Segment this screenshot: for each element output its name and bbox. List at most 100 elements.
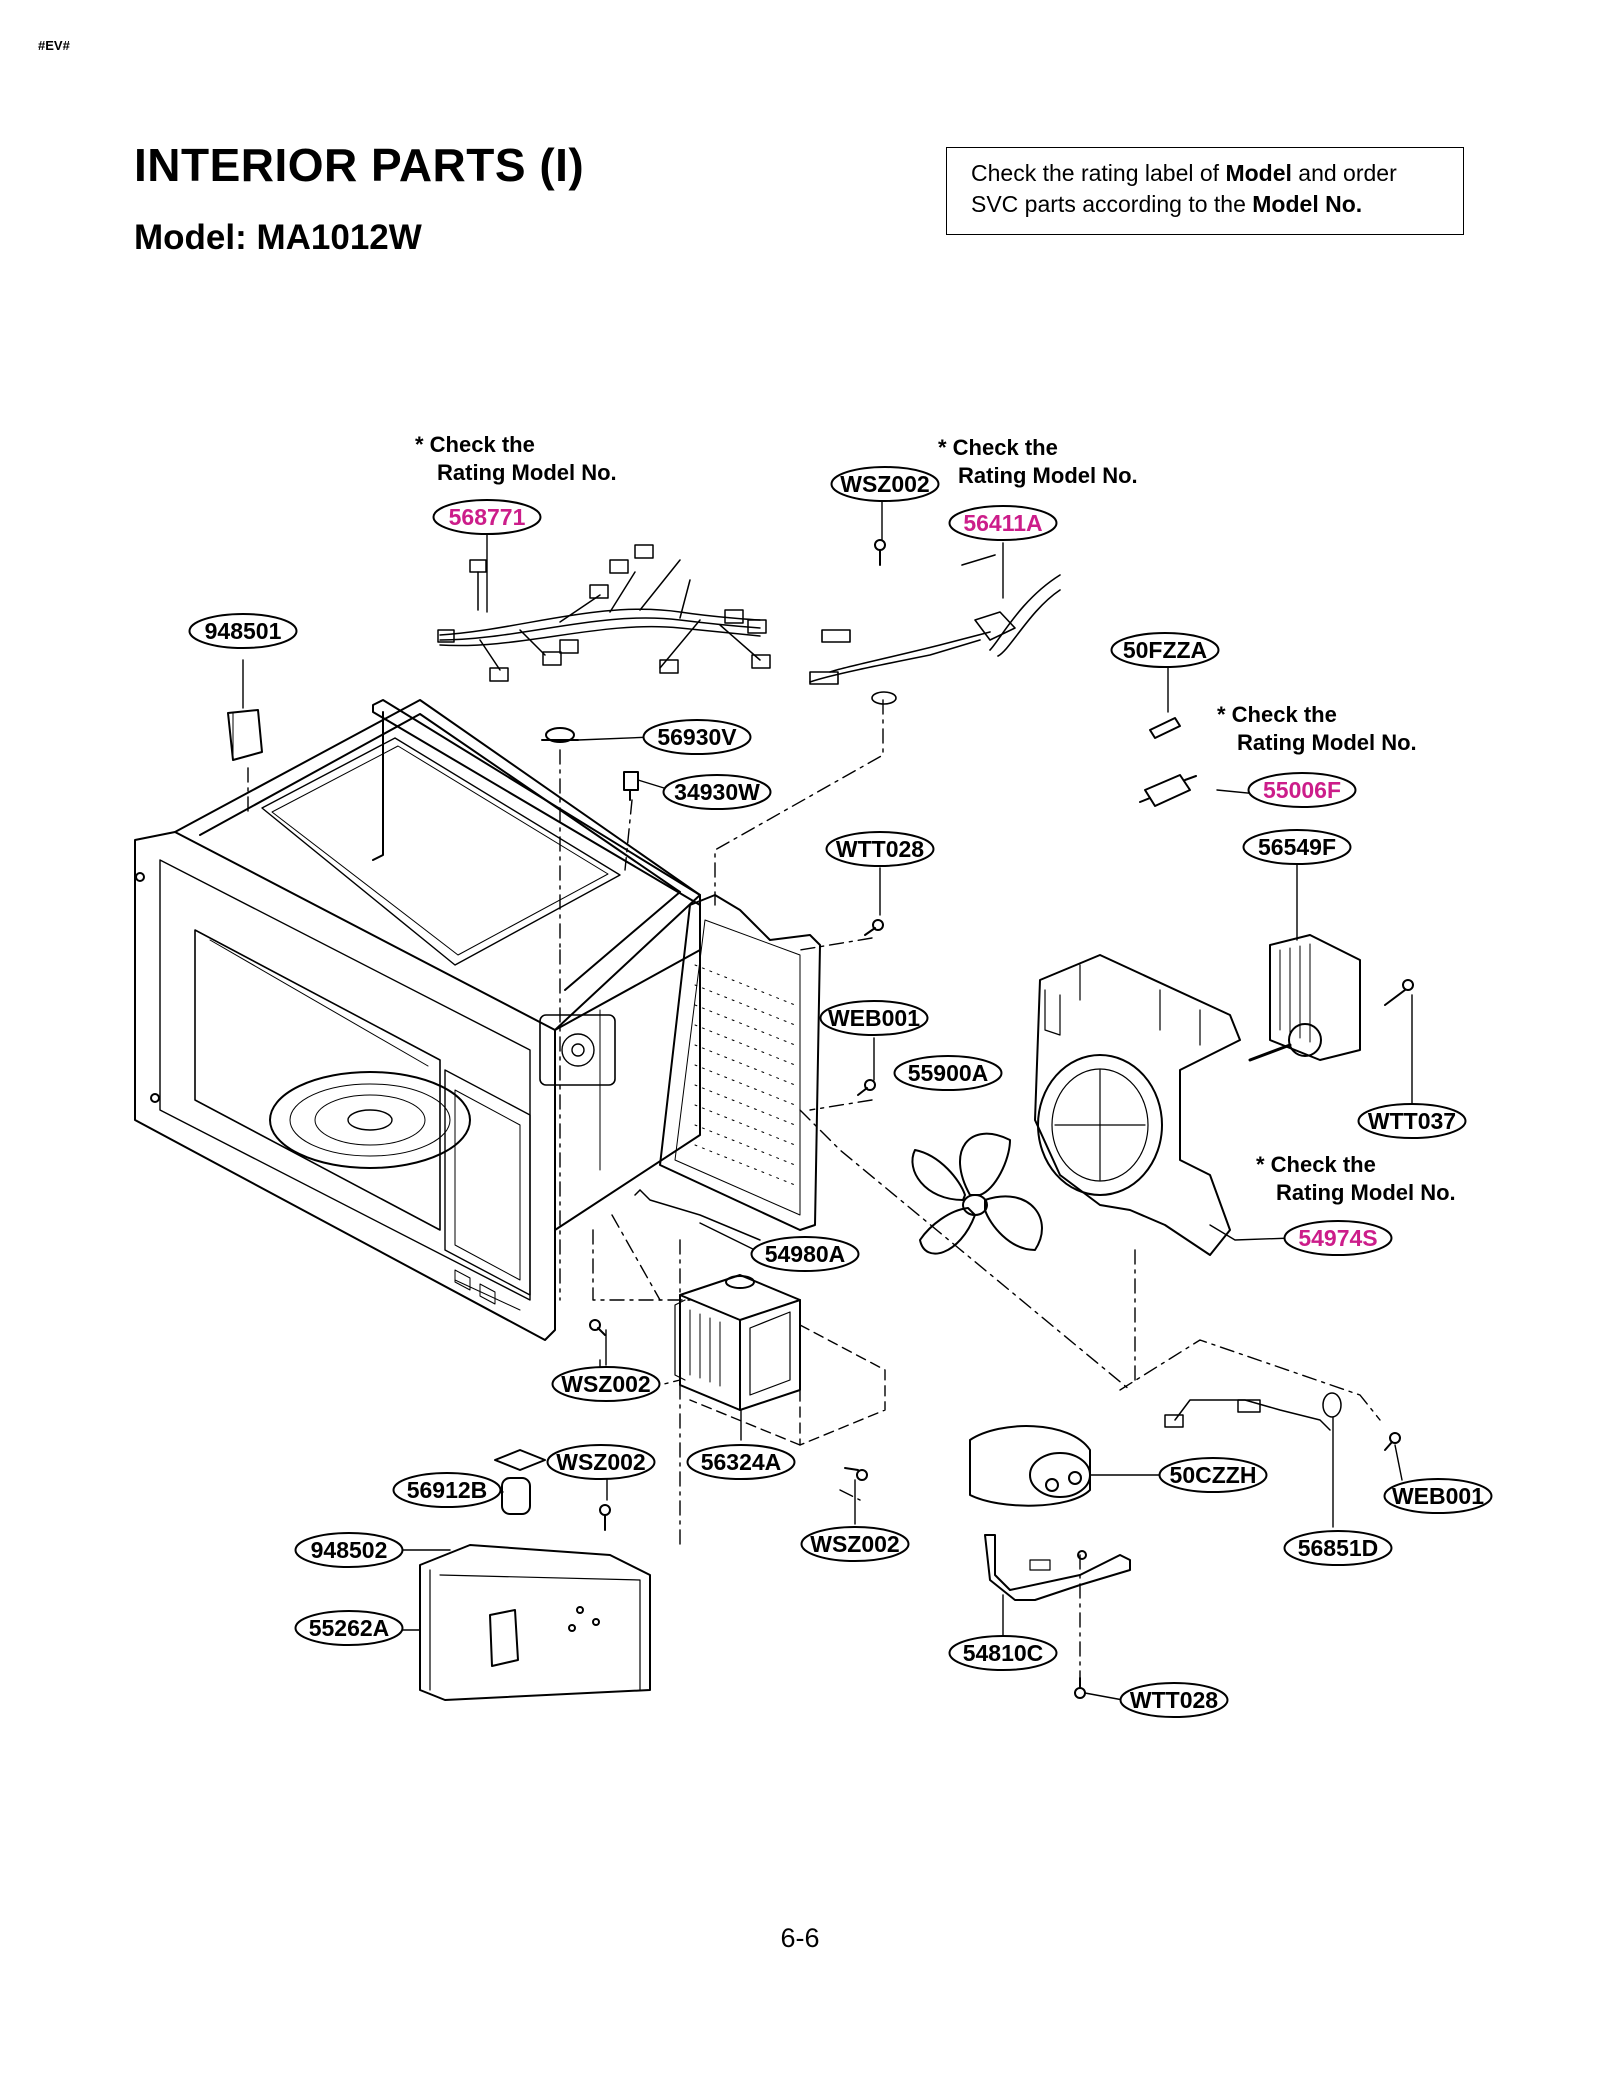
callout-part-number: 948501	[205, 618, 282, 644]
callout-part-number: 56930V	[657, 724, 737, 750]
callout-948501: 948501	[188, 613, 298, 649]
callout-part-number: WSZ002	[840, 471, 929, 497]
callout-55900a: 55900A	[893, 1055, 1003, 1091]
part-948501-relay	[227, 709, 263, 761]
callout-web001-right: WEB001	[1383, 1478, 1493, 1514]
callout-56411a: 56411A	[948, 505, 1058, 541]
part-56912B-fuse-holder	[494, 1449, 546, 1515]
callout-part-number: 55900A	[908, 1060, 989, 1086]
callout-oval	[1110, 632, 1220, 668]
callout-oval	[662, 774, 772, 810]
callout-55006f: 55006F	[1247, 772, 1357, 808]
callout-56912b: 56912B	[392, 1472, 502, 1508]
part-568771-wire-harness	[437, 544, 771, 682]
part-56851D-wire	[1164, 1392, 1342, 1431]
callout-oval	[1283, 1220, 1393, 1256]
check-note-line2: Rating Model No.	[1276, 1180, 1456, 1205]
callout-54810c: 54810C	[948, 1635, 1058, 1671]
callout-part-number: WSZ002	[556, 1449, 645, 1475]
callout-oval	[1119, 1682, 1229, 1718]
callout-oval	[686, 1444, 796, 1480]
callout-part-number: 568771	[449, 504, 526, 530]
callout-part-number: WTT037	[1368, 1108, 1456, 1134]
callout-oval	[1158, 1457, 1268, 1493]
callout-part-number: 948502	[311, 1537, 388, 1563]
callout-oval	[893, 1055, 1003, 1091]
check-note-line1: * Check the	[938, 435, 1058, 460]
part-50FZZA-fuse	[1149, 717, 1181, 739]
callout-oval	[750, 1236, 860, 1272]
part-55006F-fuse-holder	[1139, 774, 1197, 807]
callout-part-number: WTT028	[836, 836, 924, 862]
part-56411A-power-cord	[809, 554, 1061, 705]
part-56930V-thermostat	[541, 727, 579, 743]
oven-cavity	[134, 699, 701, 1341]
check-rating-note-3: * Check the Rating Model No.	[1217, 702, 1417, 755]
check-rating-note-4: * Check the Rating Model No.	[1256, 1152, 1456, 1205]
screw-web001-mid-icon	[857, 1079, 876, 1096]
notice-line-1: Check the rating label of Model and orde…	[971, 158, 1439, 189]
callout-34930w: 34930W	[662, 774, 772, 810]
part-56324A-magnetron	[674, 1274, 801, 1411]
callout-55262a: 55262A	[294, 1610, 404, 1646]
part-34930W-switch	[623, 771, 639, 801]
callout-part-number: 54810C	[963, 1640, 1044, 1666]
leader-lines	[242, 501, 1413, 1701]
callout-oval	[546, 1444, 656, 1480]
callout-part-number: 54980A	[765, 1241, 846, 1267]
rear-panel	[659, 894, 821, 1231]
notice-text: and order	[1291, 160, 1397, 186]
callout-part-number: 54974S	[1298, 1225, 1377, 1251]
callout-wsz002-bottom: WSZ002	[546, 1444, 656, 1480]
callout-part-number: 55262A	[309, 1615, 390, 1641]
callout-part-number: 34930W	[674, 779, 760, 805]
callout-wtt028-mid: WTT028	[825, 831, 935, 867]
callout-part-number: WEB001	[1392, 1483, 1484, 1509]
screw-wsz002-left-icon	[589, 1319, 606, 1336]
assembly-guide-lines	[247, 699, 1381, 1681]
callout-wtt037: WTT037	[1357, 1103, 1467, 1139]
check-note-line2: Rating Model No.	[437, 460, 617, 485]
callout-oval	[948, 1635, 1058, 1671]
check-note-line1: * Check the	[1256, 1152, 1376, 1177]
callout-948502: 948502	[294, 1532, 404, 1568]
part-56549F-fan-motor	[1248, 934, 1361, 1062]
screw-web001-right-icon	[1384, 1432, 1401, 1451]
callout-50czzh: 50CZZH	[1158, 1457, 1268, 1493]
callout-56549f: 56549F	[1242, 829, 1352, 865]
callout-56324a: 56324A	[686, 1444, 796, 1480]
callout-part-number: 56549F	[1258, 834, 1336, 860]
callout-oval	[800, 1526, 910, 1562]
part-55900A-fan-blade	[911, 1132, 1043, 1255]
notice-text: Check the rating label of	[971, 160, 1226, 186]
screw-wsz002-top-icon	[874, 539, 886, 566]
notice-bold: Model No.	[1252, 191, 1363, 217]
callout-labels: 948501568771WSZ00256411A50FZZA56930V3493…	[188, 466, 1493, 1718]
callout-oval	[1242, 829, 1352, 865]
part-55262A-transformer	[419, 1544, 651, 1701]
callout-oval	[825, 831, 935, 867]
callout-wsz002-left: WSZ002	[551, 1366, 661, 1402]
callout-part-number: 56912B	[407, 1477, 488, 1503]
callout-oval	[819, 1000, 929, 1036]
callout-part-number: WSZ002	[810, 1531, 899, 1557]
callout-56851d: 56851D	[1283, 1530, 1393, 1566]
model-subtitle: Model: MA1012W	[134, 218, 422, 257]
check-rating-note-2: * Check the Rating Model No.	[938, 435, 1138, 488]
callout-part-number: 55006F	[1263, 777, 1341, 803]
notice-text: SVC parts according to the	[971, 191, 1253, 217]
callout-part-number: WTT028	[1130, 1687, 1218, 1713]
callout-oval	[1383, 1478, 1493, 1514]
check-note-line2: Rating Model No.	[1237, 730, 1417, 755]
screw-wtt028-bottom-icon	[1074, 1677, 1086, 1699]
callout-part-number: 56324A	[701, 1449, 782, 1475]
check-note-line1: * Check the	[415, 432, 535, 457]
callout-56930v: 56930V	[642, 719, 752, 755]
callout-part-number: WEB001	[828, 1005, 920, 1031]
magnetron-outline-box	[689, 1324, 886, 1446]
callout-oval	[392, 1472, 502, 1508]
notice-line-2: SVC parts according to the Model No.	[971, 189, 1439, 220]
callout-web001-mid: WEB001	[819, 1000, 929, 1036]
callout-oval	[432, 499, 542, 535]
screw-wsz002-bottom-icon	[599, 1504, 611, 1531]
